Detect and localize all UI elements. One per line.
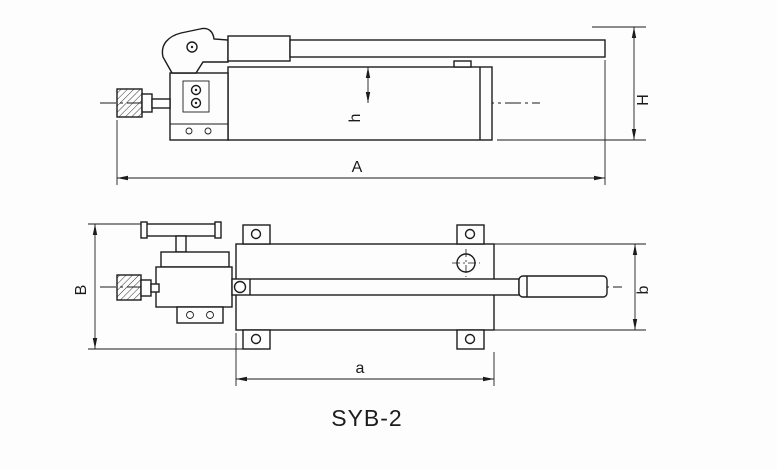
lever-linkage (161, 27, 229, 74)
plan-view: B b a (73, 221, 652, 386)
valve-port-panel (182, 80, 210, 113)
coupler-collar (141, 93, 153, 113)
dim-H: H (497, 26, 652, 141)
foot-bolt-hole (186, 311, 194, 319)
mounting-lug-top-left (242, 224, 271, 245)
valve-block (160, 251, 230, 268)
dim-a: a (235, 333, 495, 386)
dim-label-h: h (347, 114, 364, 123)
coupler-neck (150, 283, 160, 293)
mounting-lug-top-right (456, 224, 485, 245)
pump-head-plan (155, 251, 233, 324)
dim-label-A: A (352, 159, 363, 176)
lug-bolt-hole (250, 333, 262, 345)
dim-h: h (347, 67, 371, 123)
rod-grip (518, 275, 608, 298)
base-bolt-hole (204, 127, 212, 135)
head-foot-block (176, 306, 224, 324)
port-center-dot (194, 88, 198, 92)
dim-label-b: b (635, 285, 652, 294)
dim-B: B (73, 223, 243, 350)
port-circle-upper (190, 84, 202, 96)
handle-side (227, 35, 606, 62)
side-view: h H A (100, 26, 652, 185)
dim-A: A (116, 60, 606, 185)
dim-label-H: H (635, 94, 652, 106)
dim-label-B: B (73, 285, 90, 296)
head-body (155, 266, 233, 308)
mounting-lug-bottom-left (242, 329, 271, 350)
lug-bolt-hole (250, 228, 262, 240)
lug-bolt-hole (464, 228, 476, 240)
t-handle (140, 221, 222, 253)
dim-label-a: a (356, 360, 365, 377)
t-handle-bar (145, 223, 217, 237)
model-label: SYB-2 (331, 405, 402, 431)
port-circle-lower (190, 97, 202, 109)
foot-bolt-hole (206, 311, 214, 319)
coupler-plan (116, 274, 160, 301)
lug-plate (242, 329, 271, 350)
filler-plug (453, 60, 472, 68)
reservoir-cylinder (227, 60, 493, 141)
dim-b: b (494, 243, 652, 331)
lug-plate (456, 329, 485, 350)
rod-shaft (231, 278, 520, 296)
pivot-center-dot (190, 45, 194, 49)
lug-bolt-hole (464, 333, 476, 345)
knurled-nut (116, 88, 143, 118)
plate-hole (452, 249, 480, 277)
t-handle-stem (175, 235, 187, 253)
coupler-collar (140, 279, 152, 297)
lug-plate (242, 224, 271, 245)
port-center-dot (194, 101, 198, 105)
pivot-pin (186, 41, 198, 53)
cylinder-body (227, 66, 493, 141)
piston-rod (231, 275, 608, 298)
pump-head-side (169, 72, 229, 141)
handle-socket (227, 35, 291, 62)
base-bolt-hole (185, 127, 193, 135)
lug-plate (456, 224, 485, 245)
coupler-side (116, 88, 171, 118)
coupler-neck (151, 98, 171, 109)
rod-pin (233, 280, 247, 294)
handle-tube (289, 39, 606, 58)
t-handle-cap-left (140, 221, 148, 239)
mounting-lug-bottom-right (456, 329, 485, 350)
t-handle-cap-right (214, 221, 222, 239)
knurled-nut (116, 274, 142, 301)
